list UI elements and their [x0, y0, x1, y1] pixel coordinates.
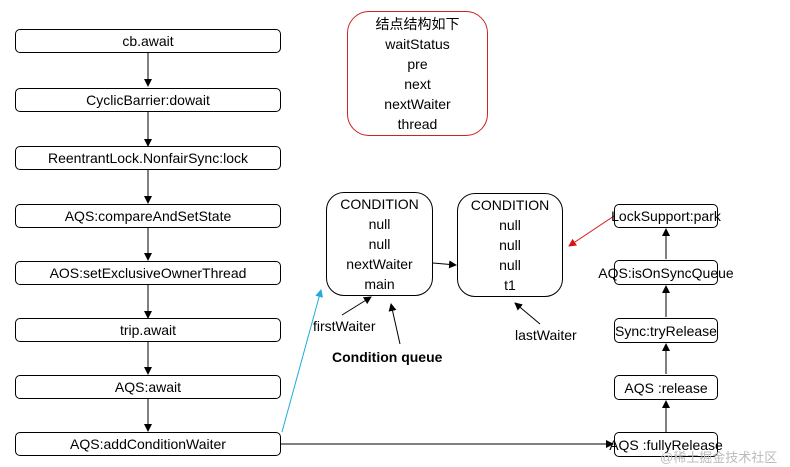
- left-step-label: AQS:compareAndSetState: [64, 208, 232, 224]
- right-step-is-on-sync-queue: AQS:isOnSyncQueue: [598, 260, 734, 285]
- left-step-label: trip.await: [119, 322, 177, 338]
- node-value: null: [368, 236, 391, 252]
- arrow-node1-node2: [432, 260, 457, 269]
- left-step-label: AQS:await: [114, 379, 182, 395]
- left-step-label: AOS:setExclusiveOwnerThread: [49, 265, 247, 281]
- first-waiter-label: firstWaiter: [313, 318, 376, 334]
- condition-node-first: CONDITION null null nextWaiter main: [326, 192, 433, 296]
- right-step-park: LockSupport:park: [611, 204, 721, 228]
- node-value: null: [499, 257, 521, 273]
- right-step-fully-release: AQS :fullyRelease: [609, 432, 723, 457]
- right-step-label: AQS :fullyRelease: [609, 436, 723, 453]
- left-step-label: CyclicBarrier:dowait: [86, 92, 210, 108]
- arrow-first-waiter: [341, 296, 372, 316]
- right-step-release: AQS :release: [614, 375, 718, 400]
- node-field: nextWaiter: [384, 95, 451, 112]
- node-field: thread: [397, 115, 438, 132]
- right-step-label: AQS:isOnSyncQueue: [598, 264, 734, 281]
- watermark: @稀土掘金技术社区: [660, 450, 778, 465]
- left-step-label: cb.await: [122, 33, 174, 49]
- right-step-label: Sync:tryRelease: [615, 322, 717, 339]
- left-step-set-owner: AOS:setExclusiveOwnerThread: [15, 261, 281, 285]
- left-step-compare-and-set: AQS:compareAndSetState: [15, 204, 281, 228]
- right-step-label: LockSupport:park: [611, 208, 721, 224]
- left-step-dowait: CyclicBarrier:dowait: [15, 88, 281, 112]
- node-field: pre: [407, 55, 428, 72]
- left-step-label: ReentrantLock.NonfairSync:lock: [48, 150, 248, 166]
- last-waiter-label: lastWaiter: [515, 327, 577, 343]
- condition-queue-label: Condition queue: [332, 349, 443, 365]
- node-value: null: [368, 216, 391, 232]
- arrow-park-to-node: [568, 215, 615, 247]
- right-step-try-release: Sync:tryRelease: [614, 318, 718, 343]
- right-step-label: AQS :release: [624, 379, 708, 396]
- node-structure-title: 结点结构如下: [375, 15, 460, 32]
- node-value: nextWaiter: [346, 256, 413, 272]
- node-value: CONDITION: [470, 197, 550, 213]
- left-step-label: AQS:addConditionWaiter: [70, 436, 226, 452]
- node-field: next: [404, 75, 431, 92]
- node-structure-box: 结点结构如下 waitStatus pre next nextWaiter th…: [347, 11, 488, 136]
- left-step-lock: ReentrantLock.NonfairSync:lock: [15, 146, 281, 170]
- left-step-aqs-await: AQS:await: [15, 375, 281, 399]
- left-step-add-condition-waiter: AQS:addConditionWaiter: [15, 432, 281, 456]
- node-value: null: [499, 217, 521, 233]
- arrow-condition-queue: [388, 303, 401, 345]
- condition-node-last: CONDITION null null null t1: [457, 193, 563, 297]
- arrow-add-waiter-to-node: [281, 289, 324, 433]
- node-value: main: [364, 276, 395, 292]
- node-value: CONDITION: [340, 196, 419, 212]
- left-step-cb-await: cb.await: [15, 29, 281, 53]
- left-step-trip-await: trip.await: [15, 318, 281, 342]
- arrow-last-waiter: [514, 302, 541, 325]
- node-value: t1: [504, 277, 516, 293]
- node-field: waitStatus: [385, 35, 450, 52]
- node-value: null: [499, 237, 521, 253]
